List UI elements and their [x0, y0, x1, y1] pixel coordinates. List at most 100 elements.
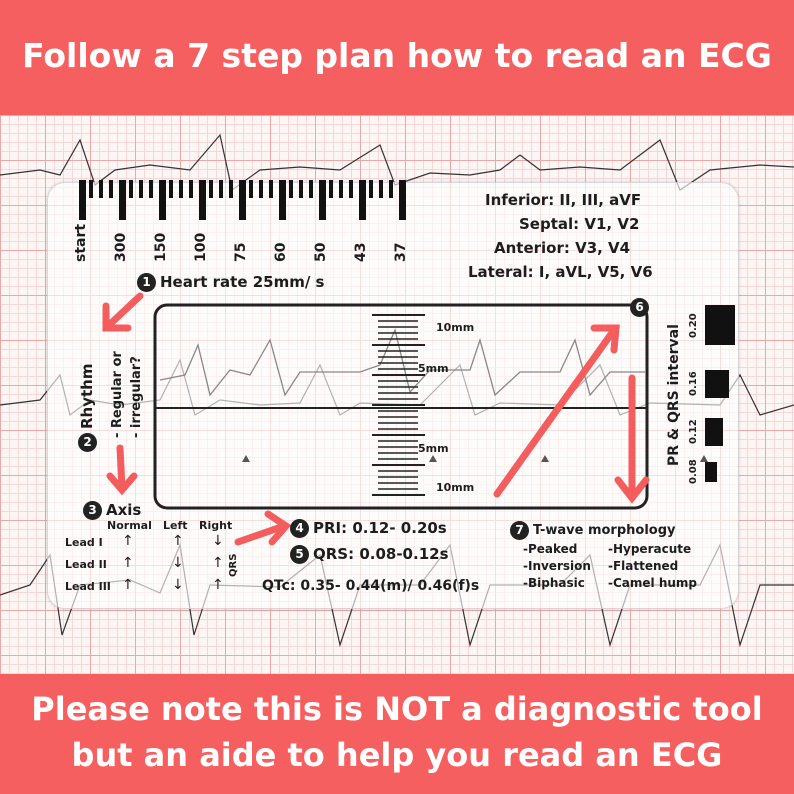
- rate-bar-minor: [349, 180, 353, 198]
- rate-label-60: 60: [273, 242, 289, 262]
- rate-bar-major: [279, 180, 286, 220]
- rate-bar-minor: [369, 180, 373, 198]
- leads-anterior: Anterior: V3, V4: [494, 239, 631, 257]
- rate-bar-major: [319, 180, 326, 220]
- rate-bar-minor: [149, 180, 153, 198]
- rate-label-start: start: [73, 223, 89, 262]
- rate-bar-minor: [289, 180, 293, 198]
- arrow-to-box6: [493, 326, 618, 498]
- leads-septal: Septal: V1, V2: [519, 215, 640, 233]
- twave-camel-hump: -Camel hump: [608, 576, 697, 590]
- qtc-label: QTc: 0.35- 0.44(m)/ 0.46(f)s: [262, 578, 480, 594]
- step-2-sub-2: - irregular?: [129, 356, 144, 438]
- rate-bar-major: [359, 180, 366, 220]
- rate-bar-minor: [109, 180, 113, 198]
- axis-arrow: ↓: [172, 577, 184, 593]
- bottom-banner-line-1: Please note this is NOT a diagnostic too…: [31, 690, 763, 728]
- interval-016: 0.16: [688, 371, 699, 396]
- axis-row-lead-i: Lead I: [65, 536, 103, 549]
- axis-arrow: ↑: [212, 555, 224, 571]
- rate-bar-minor: [179, 180, 183, 198]
- top-banner-text: Follow a 7 step plan how to read an ECG: [22, 36, 772, 75]
- step-2-number: 2: [78, 433, 97, 452]
- step-3-number: 3: [83, 501, 102, 520]
- step-1-label: Heart rate 25mm/ s: [160, 273, 325, 291]
- interval-block-012: [705, 418, 723, 446]
- axis-header-normal: Normal: [107, 519, 152, 532]
- leads-inferior: Inferior: II, III, aVF: [485, 191, 642, 209]
- step-2: 2Rhythm: [78, 364, 97, 452]
- rate-bar-major: [239, 180, 246, 220]
- step-4-label: PRI: 0.12- 0.20s: [313, 519, 447, 537]
- twave-biphasic: -Biphasic: [523, 576, 585, 590]
- axis-header-left: Left: [163, 519, 188, 532]
- step-1-number: 1: [137, 273, 156, 292]
- twave-peaked: -Peaked: [523, 542, 578, 556]
- top-banner: Follow a 7 step plan how to read an ECG: [0, 0, 794, 115]
- rate-bar-minor: [249, 180, 253, 198]
- marker-triangle-3: [541, 455, 549, 462]
- rate-bar-minor: [219, 180, 223, 198]
- interval-block-016: [705, 370, 729, 398]
- rate-bar-minor: [259, 180, 263, 198]
- axis-arrow: ↓: [212, 533, 224, 549]
- axis-arrow: ↑: [122, 555, 134, 571]
- rate-bar-minor: [269, 180, 273, 198]
- interval-block-020: [705, 305, 735, 345]
- step-5-number: 5: [290, 545, 309, 564]
- red-arrows: [102, 292, 650, 546]
- step-2-sub-1: - Regular or: [110, 351, 125, 438]
- rate-bar-major: [79, 180, 86, 220]
- step-5-label: QRS: 0.08-0.12s: [313, 545, 449, 563]
- box-ecg-trace: [159, 327, 645, 397]
- rate-bar-minor: [229, 180, 233, 198]
- twave-hyperacute: -Hyperacute: [608, 542, 692, 556]
- rate-bar-minor: [189, 180, 193, 198]
- rate-bar-minor: [309, 180, 313, 198]
- rate-bar-major: [159, 180, 166, 220]
- bottom-banner-line-2: but an aide to help you read an ECG: [71, 736, 723, 774]
- axis-header-right: Right: [199, 519, 233, 532]
- rate-label-50: 50: [313, 242, 329, 262]
- interval-title: PR & QRS interval: [666, 324, 682, 466]
- bottom-banner: Please note this is NOT a diagnostic too…: [0, 674, 794, 794]
- interval-008: 0.08: [688, 459, 699, 484]
- axis-qrs-label: QRS: [228, 553, 239, 577]
- step-6: 6: [630, 298, 653, 317]
- arrow-to-rhythm: [104, 292, 144, 330]
- rate-ruler-bars: [79, 180, 406, 220]
- rate-bar-minor: [379, 180, 383, 198]
- rate-bar-minor: [209, 180, 213, 198]
- rate-bar-minor: [389, 180, 393, 198]
- interval-block-008: [705, 462, 717, 482]
- rate-label-37: 37: [393, 242, 409, 262]
- rate-bar-minor: [339, 180, 343, 198]
- axis-row-lead-ii: Lead II: [65, 558, 107, 571]
- rate-bar-minor: [89, 180, 93, 198]
- twave-inversion: -Inversion: [523, 559, 591, 573]
- twave-flattened: -Flattened: [608, 559, 679, 573]
- leads-lateral: Lateral: I, aVL, V5, V6: [468, 263, 653, 281]
- marker-triangle-2: [429, 455, 437, 462]
- arrow-to-pri: [234, 522, 288, 546]
- scale-5mm-bottom: 5mm: [418, 442, 449, 455]
- rate-bar-minor: [99, 180, 103, 198]
- rate-bar-major: [399, 180, 406, 220]
- rate-bar-minor: [299, 180, 303, 198]
- rate-bar-minor: [139, 180, 143, 198]
- mm-scale-ticks: [372, 314, 425, 496]
- rate-bar-minor: [329, 180, 333, 198]
- scale-10mm-top: 10mm: [436, 321, 475, 334]
- ecg-ruler-card: [47, 182, 739, 609]
- interval-012: 0.12: [688, 419, 699, 444]
- arrow-to-axis: [116, 444, 126, 492]
- step-4-number: 4: [290, 519, 309, 538]
- rate-bar-major: [119, 180, 126, 220]
